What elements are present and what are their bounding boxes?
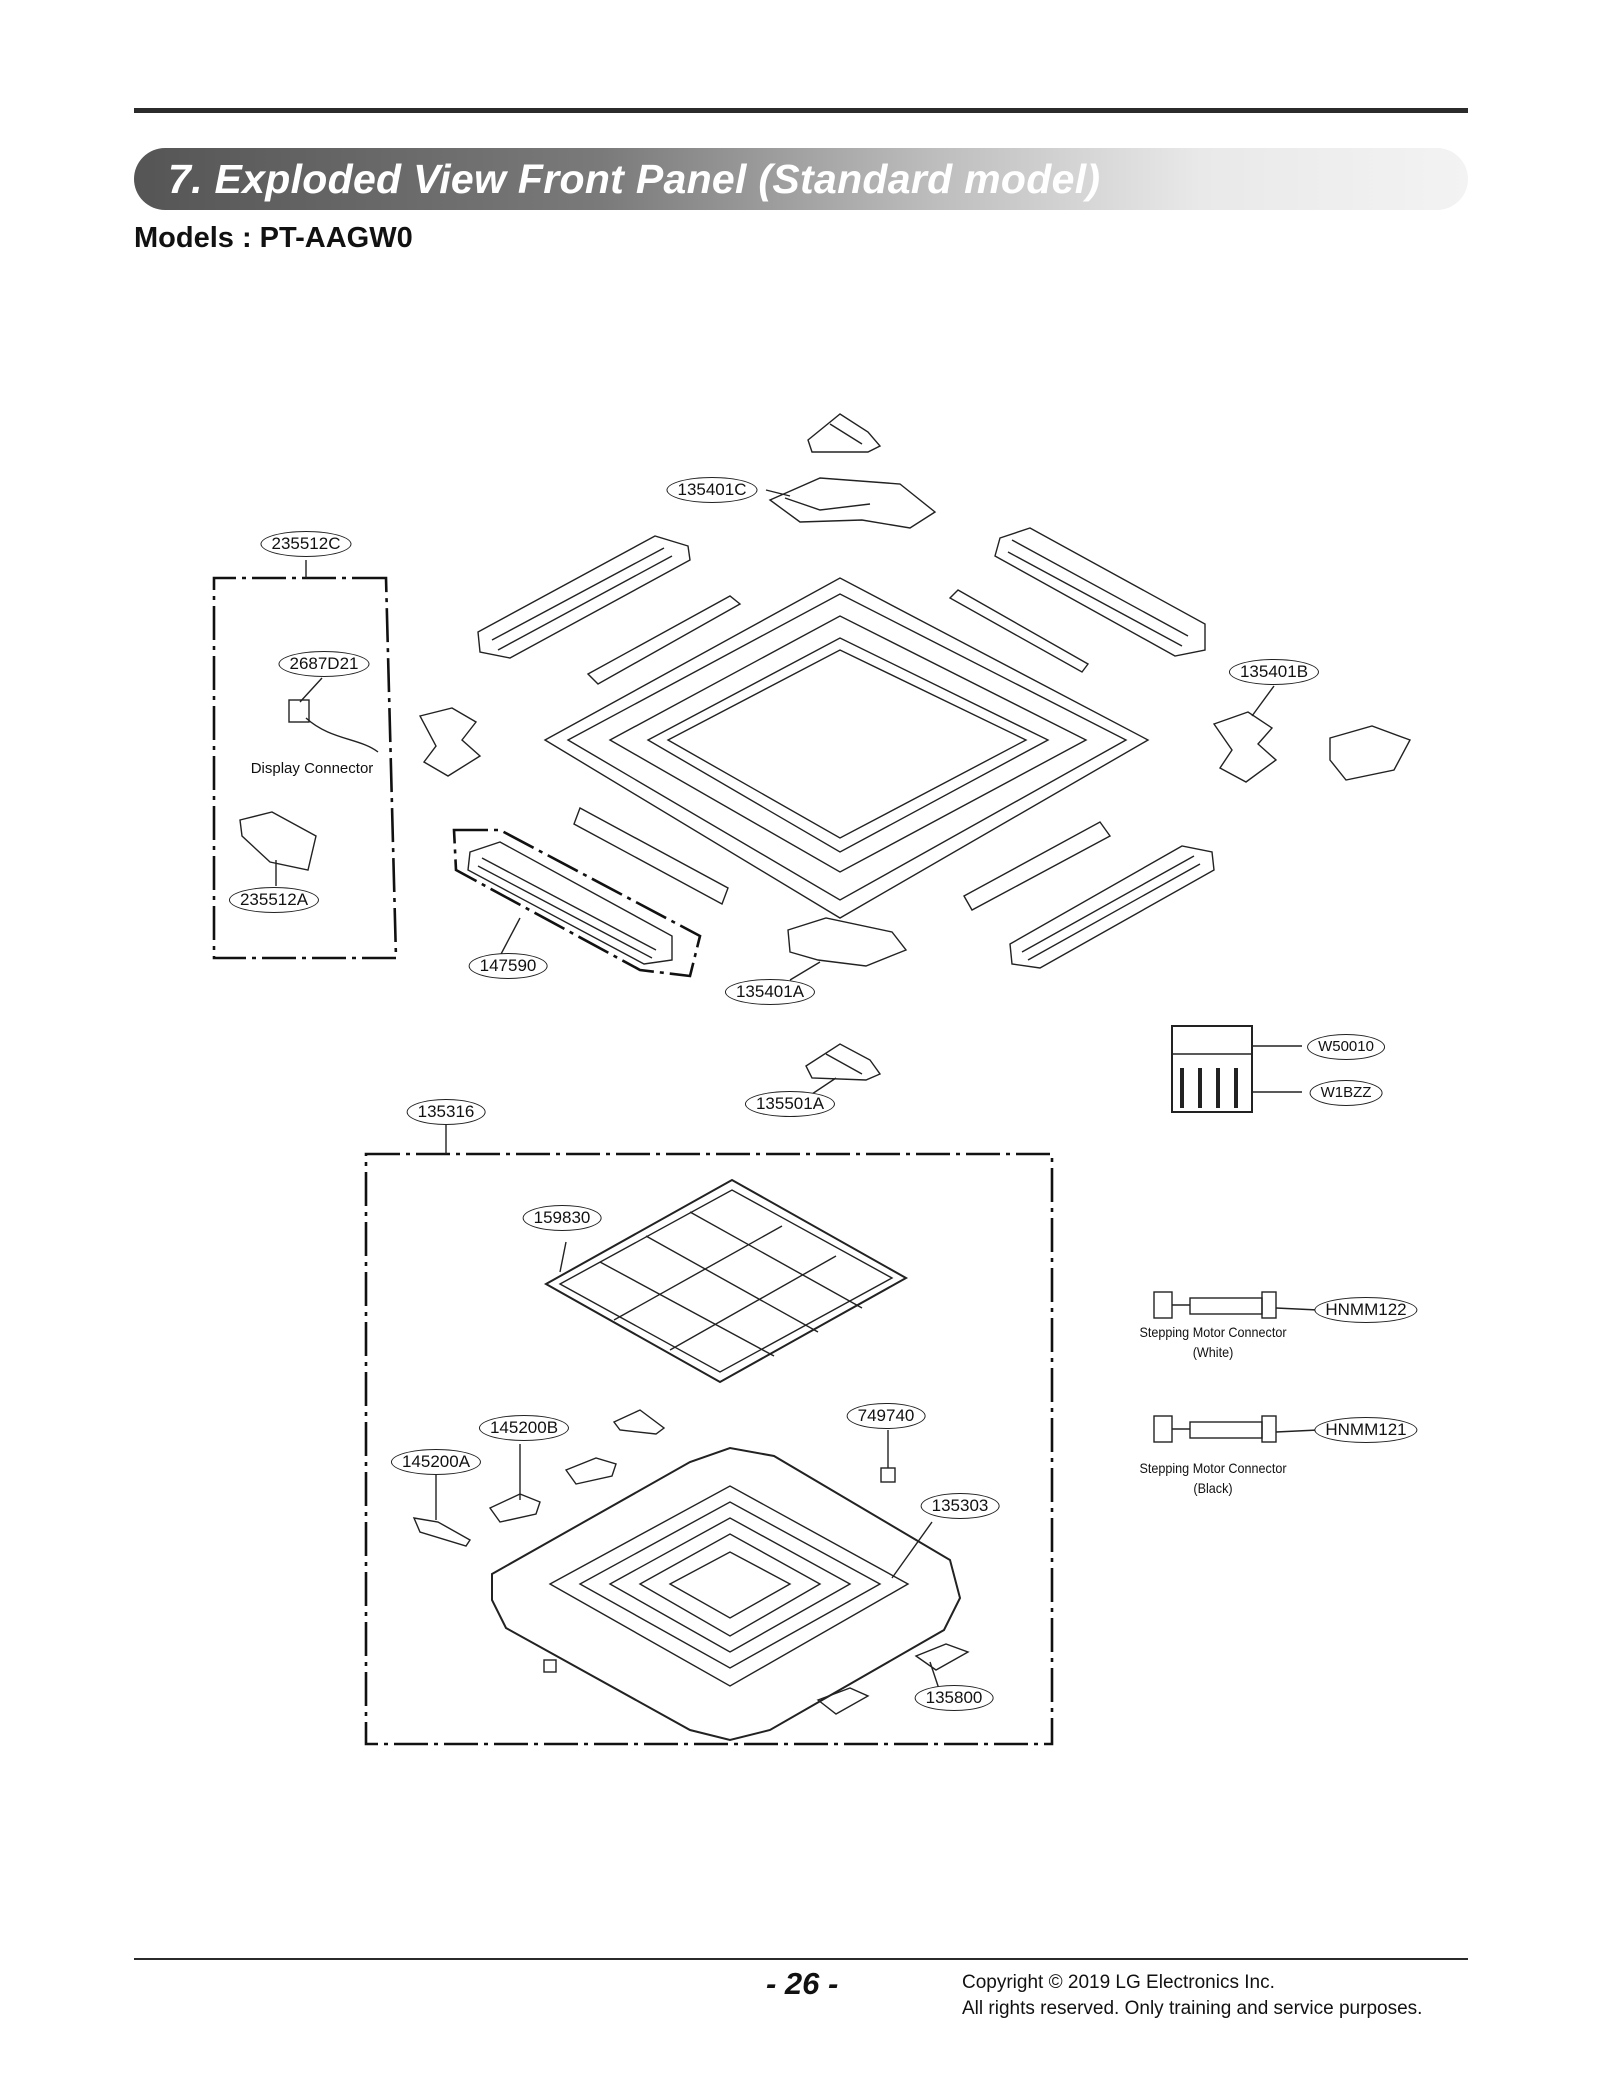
stepping-black-label-2: (Black) (1193, 1480, 1233, 1496)
callout-2687D21: 2687D21 (278, 651, 370, 677)
strip-bl (573, 807, 729, 905)
models-label: Models : PT-AAGW0 (134, 222, 413, 254)
front-grille (491, 1446, 962, 1742)
callout-135401A: 135401A (724, 979, 816, 1005)
group-box-147590 (452, 828, 702, 978)
louver-bottom-right (1009, 845, 1215, 969)
clip-145200B-a (488, 1493, 541, 1523)
display-connector-part (288, 699, 379, 753)
callout-135401C: 135401C (666, 477, 758, 503)
main-frame (543, 577, 1150, 919)
callout-235512A: 235512A (228, 887, 320, 913)
part-749740 (880, 1467, 896, 1483)
louver-147590 (467, 841, 673, 965)
stepping-connector-black (1153, 1415, 1277, 1443)
page-title: 7. Exploded View Front Panel (Standard m… (168, 156, 1101, 202)
corner-cover-bottom (787, 917, 908, 967)
callout-135401B: 135401B (1228, 659, 1320, 685)
fastener-kit (1171, 1025, 1253, 1113)
louver-top-right (994, 527, 1206, 657)
callout-235512C: 235512C (260, 531, 352, 557)
bracket-135800-a (816, 1687, 870, 1715)
stepping-connector-white (1153, 1291, 1277, 1319)
corner-cover-top (768, 477, 937, 529)
callout-147590: 147590 (468, 953, 548, 979)
callout-135800: 135800 (914, 1685, 994, 1711)
bottom-clip-part (805, 1043, 882, 1081)
clip-145200B-b (564, 1457, 617, 1485)
callout-135501A: 135501A (744, 1091, 836, 1117)
copyright: Copyright © 2019 LG Electronics Inc. All… (962, 1970, 1422, 2022)
title-bar (134, 148, 1468, 210)
callout-HNMM122: HNMM122 (1314, 1297, 1418, 1323)
callout-W50010: W50010 (1307, 1034, 1385, 1060)
stepping-white-label-1: Stepping Motor Connector (1139, 1324, 1287, 1340)
display-panel-part (239, 811, 317, 871)
group-box-135316 (364, 1152, 1054, 1746)
callout-145200B: 145200B (478, 1415, 570, 1441)
air-filter (543, 1178, 909, 1384)
clip-left (418, 707, 482, 777)
callout-159830: 159830 (522, 1205, 602, 1231)
strip-tr (948, 589, 1090, 673)
bottom-rule (134, 1958, 1468, 1960)
callout-W1BZZ: W1BZZ (1309, 1080, 1383, 1106)
display-connector-label: Display Connector (250, 760, 374, 777)
callout-749740: 749740 (846, 1403, 926, 1429)
clip-145200A (412, 1517, 472, 1547)
callout-HNMM121: HNMM121 (1314, 1417, 1418, 1443)
callout-145200A: 145200A (390, 1449, 482, 1475)
callout-135303: 135303 (920, 1493, 1000, 1519)
copyright-line-2: All rights reserved. Only training and s… (962, 1998, 1423, 2019)
top-rule (134, 108, 1468, 113)
page-number: - 26 - (766, 1966, 839, 2001)
group-box-235512C (212, 576, 398, 960)
clip-right (1212, 711, 1278, 783)
top-clip-part (807, 413, 882, 453)
louver-top-left (477, 535, 691, 659)
stepping-black-label-1: Stepping Motor Connector (1139, 1460, 1287, 1476)
bracket-135800-b (914, 1643, 970, 1671)
strip-br (963, 821, 1112, 911)
copyright-line-1: Copyright © 2019 LG Electronics Inc. (962, 1972, 1275, 1993)
small-clip-bottom (543, 1659, 557, 1673)
strip-tl (586, 595, 742, 685)
callout-135316: 135316 (406, 1099, 486, 1125)
clip-145200B-c (612, 1409, 666, 1435)
corner-cover-right (1329, 725, 1411, 781)
stepping-white-label-2: (White) (1192, 1344, 1234, 1360)
